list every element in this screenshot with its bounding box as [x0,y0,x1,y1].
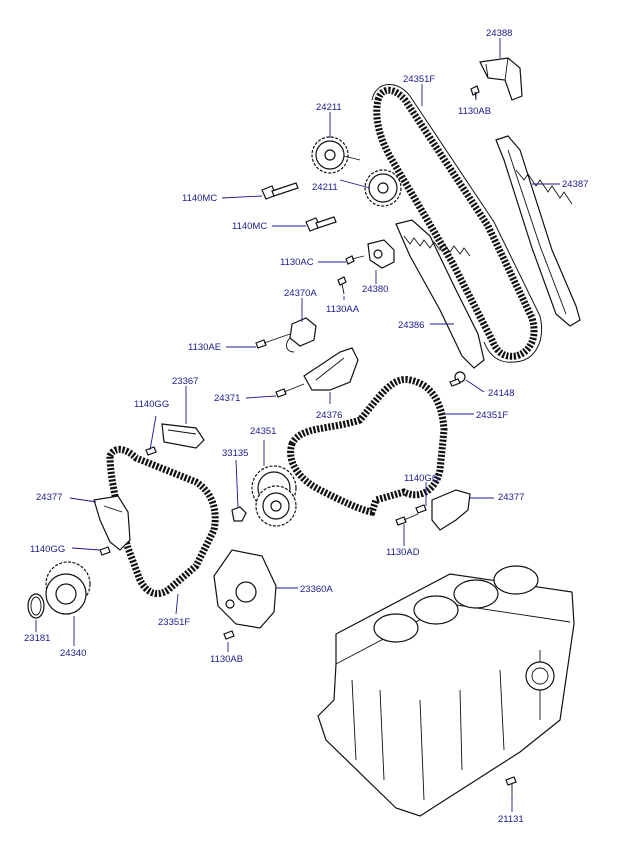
part-labels: 24388 24351F 1130AB 24211 24211 24387 11… [24,28,588,825]
label-24380[interactable]: 24380 [362,284,388,295]
label-23181[interactable]: 23181 [24,633,50,644]
balance-shaft-sprocket-24340 [45,561,91,615]
bolt-1140GG-a [145,446,157,456]
tensioner-arm-24386 [395,219,485,369]
bolt-1130AB-top [470,85,480,101]
bracket-23360A [213,549,277,629]
lower-timing-chain-24361F [287,376,448,516]
bolt-1130AE [255,333,291,349]
label-1130AD[interactable]: 1130AD [386,547,420,558]
bolt-1140MC-b [305,216,337,232]
tensioner-lever-24376 [303,347,359,391]
label-24211-b[interactable]: 24211 [312,182,338,193]
camshaft-sprocket-24211-a [311,136,361,174]
label-1130AE[interactable]: 1130AE [188,342,221,353]
label-1140MC-b[interactable]: 1140MC [232,221,267,232]
label-24351F-top[interactable]: 24351F [403,74,435,85]
label-24340[interactable]: 24340 [60,648,86,659]
leader-lines [35,38,560,812]
chain-guide-bracket-24388 [479,57,523,101]
label-24361F[interactable]: 24351F [476,410,508,421]
chain-guide-24377-right [431,489,471,531]
bolt-21131 [505,776,517,796]
label-1140GG-c[interactable]: 1140GG [30,544,65,555]
bolt-1140MC-a [261,182,299,200]
label-23351F[interactable]: 23351F [158,617,190,628]
bolt-1130AD [395,513,419,526]
camshaft-sprocket-24211-b [364,169,402,207]
label-24371[interactable]: 24371 [214,393,240,404]
bolt-24371 [275,383,305,398]
oil-jet-24370A [286,317,317,353]
label-33135[interactable]: 33135 [222,448,248,459]
label-1130AC[interactable]: 1130AC [280,257,314,268]
label-24386[interactable]: 24386 [398,320,424,331]
bolt-1140GG-c [415,504,427,514]
chain-guide-24377-left [93,495,131,551]
label-24370A[interactable]: 24370A [284,288,317,299]
bolt-24148 [449,371,466,387]
label-24211-a[interactable]: 24211 [316,102,342,113]
label-1140GG-b[interactable]: 1140GG [404,473,439,484]
chain-tensioner-24380 [367,239,395,269]
label-1140GG-a[interactable]: 1140GG [134,399,169,410]
label-24377-left[interactable]: 24377 [36,492,62,503]
key-33135 [231,506,247,522]
chain-guide-23367 [161,423,205,449]
crankshaft-sprocket-24351 [251,465,297,527]
ring-23181 [27,593,45,619]
label-21131[interactable]: 21131 [498,814,524,825]
bolt-1140GG-b [99,546,111,556]
label-1140MC-a[interactable]: 1140MC [182,193,217,204]
chain-guide-rail-24387 [495,135,581,327]
label-23360A[interactable]: 23360A [300,584,333,595]
label-23367[interactable]: 23367 [172,376,198,387]
label-24148[interactable]: 24148 [488,388,514,399]
label-24376[interactable]: 24376 [316,410,342,421]
bolt-1130AA [337,276,347,295]
label-24387[interactable]: 24387 [562,179,588,190]
label-24351[interactable]: 24351 [250,426,276,437]
bolt-1130AB-bottom [223,630,235,640]
label-24377-right[interactable]: 24377 [498,492,524,503]
label-1130AB-top[interactable]: 1130AB [458,106,491,117]
upper-timing-chain-24351F [371,84,542,363]
label-1130AB-bottom[interactable]: 1130AB [210,654,243,665]
cylinder-block [317,565,575,817]
label-1130AA[interactable]: 1130AA [326,304,360,315]
label-24388[interactable]: 24388 [486,28,512,39]
bolt-1130AC [345,255,365,265]
